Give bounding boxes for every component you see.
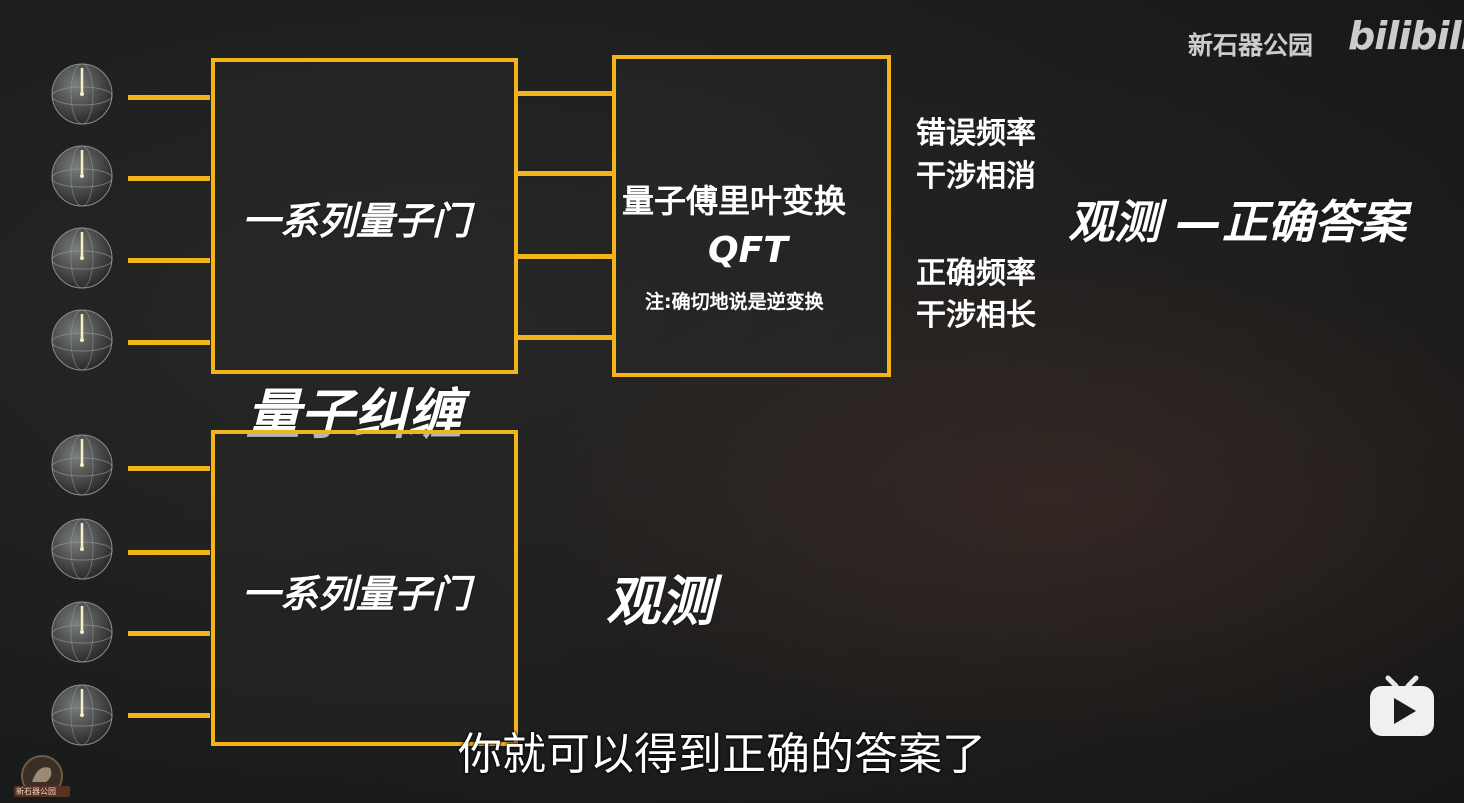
destructive-interference-label: 干涉相消 — [916, 159, 1036, 194]
entanglement-label: 量子纠缠 — [246, 383, 462, 446]
qft-title: 量子傅里叶变换 — [622, 182, 847, 220]
qft-box — [612, 55, 891, 377]
bloch-sphere-icon — [50, 62, 114, 126]
bloch-sphere-icon — [50, 144, 114, 208]
right-frequency-label: 正确频率 — [916, 256, 1036, 291]
measurement-result-label: 观测 —正确答案 — [1068, 195, 1407, 249]
quantum-gates-box-bottom — [211, 430, 518, 746]
quantum-gates-label-top: 一系列量子门 — [242, 199, 471, 243]
bloch-sphere-icon — [50, 433, 114, 497]
wire — [128, 713, 210, 718]
wire — [518, 171, 614, 176]
bloch-sphere-icon — [50, 600, 114, 664]
bloch-sphere-icon — [50, 683, 114, 747]
bloch-sphere-icon — [50, 226, 114, 290]
wire — [128, 550, 210, 555]
wire — [518, 335, 614, 340]
qft-note: 注:确切地说是逆变换 — [645, 291, 824, 313]
play-button[interactable] — [1366, 672, 1438, 740]
corner-logo-text: 新石器公园 — [16, 787, 56, 796]
bloch-sphere-icon — [50, 517, 114, 581]
bilibili-logo: bilibili — [1348, 14, 1464, 58]
quantum-gates-box-top — [211, 58, 518, 374]
measure-label: 观测 — [606, 570, 714, 633]
channel-watermark: 新石器公园 — [1188, 31, 1314, 60]
wire — [128, 340, 210, 345]
wire — [128, 176, 210, 181]
wire — [128, 258, 210, 263]
wire — [518, 91, 614, 96]
wire — [128, 466, 210, 471]
video-subtitle: 你就可以得到正确的答案了 — [458, 729, 986, 780]
constructive-interference-label: 干涉相长 — [916, 298, 1036, 333]
channel-corner-logo: 新石器公园 — [10, 752, 74, 798]
channel-avatar-icon — [14, 755, 70, 797]
quantum-gates-label-bottom: 一系列量子门 — [242, 572, 471, 616]
bilibili-tv-icon — [1370, 675, 1434, 736]
play-icon — [1394, 698, 1416, 724]
wire — [128, 631, 210, 636]
wire — [518, 254, 614, 259]
bloch-sphere-icon — [50, 308, 114, 372]
wire — [128, 95, 210, 100]
wrong-frequency-label: 错误频率 — [916, 116, 1036, 151]
qft-abbr: QFT — [708, 230, 788, 271]
